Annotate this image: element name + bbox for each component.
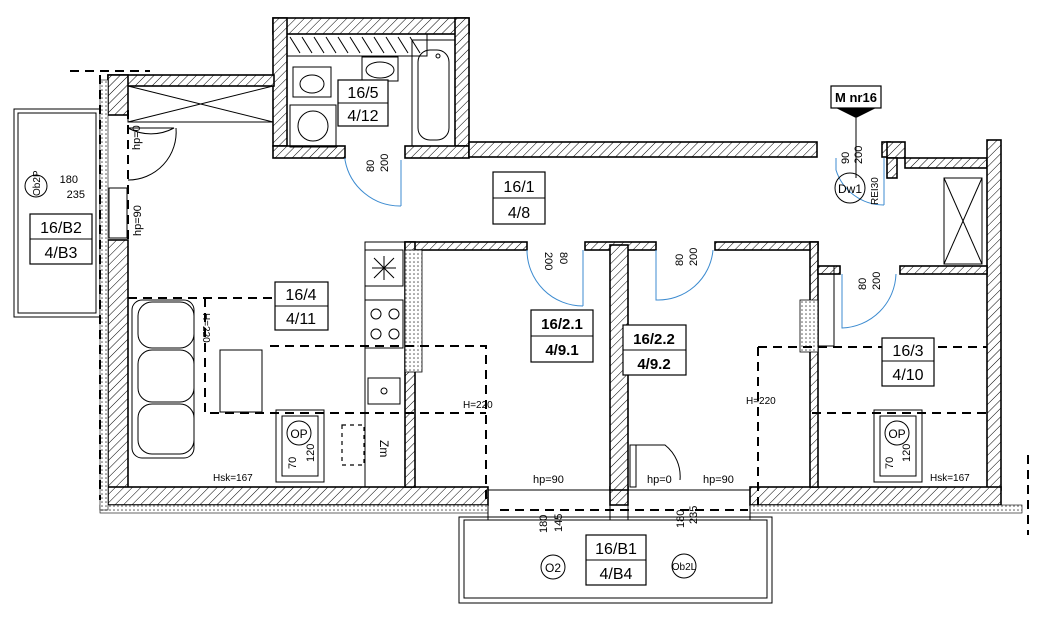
room-label: 16/5 (347, 85, 378, 102)
ob2l-tag: Ob2L (671, 553, 697, 579)
room-sub: 4/B3 (45, 245, 78, 262)
window-south (487, 489, 611, 521)
op-tag-right: OP (873, 409, 923, 483)
svg-text:80: 80 (857, 278, 869, 290)
svg-text:OP: OP (888, 427, 905, 441)
svg-text:200: 200 (379, 154, 391, 172)
room-sub: 4/B4 (600, 566, 633, 583)
room-sub: 4/12 (347, 108, 378, 125)
svg-text:hp=0: hp=0 (647, 474, 672, 486)
room-16-b1: 16/B1 4/B4 (585, 534, 647, 586)
svg-text:200: 200 (688, 248, 700, 266)
sink-icon (361, 56, 399, 82)
tv-cabinet (341, 424, 365, 466)
dw1-tag: Dw1 (834, 172, 866, 204)
marker-label: M nr16 (835, 90, 877, 105)
svg-text:H=220: H=220 (463, 400, 493, 411)
svg-text:H=220: H=220 (746, 396, 776, 407)
room-label: 16/B1 (595, 541, 637, 558)
room-sub: 4/8 (508, 205, 530, 222)
svg-text:235: 235 (67, 189, 85, 201)
svg-text:Dw1: Dw1 (838, 182, 862, 196)
unit-marker: M nr16 (830, 85, 882, 178)
svg-text:H=220: H=220 (200, 313, 211, 343)
svg-text:145: 145 (553, 514, 565, 532)
svg-text:hp=90: hp=90 (533, 474, 564, 486)
svg-text:180: 180 (538, 515, 550, 533)
ceiling-lines (70, 70, 1029, 535)
room-label: 16/B2 (40, 220, 82, 237)
window-west (108, 187, 128, 239)
kitchen-sink-icon (367, 377, 401, 405)
op-tag-left: OP (275, 409, 325, 483)
svg-text:80: 80 (557, 252, 569, 264)
svg-text:Hsk=167: Hsk=167 (930, 473, 970, 484)
dimensions: hp=0 hp=90 180 235 80 200 200 80 80 200 … (60, 125, 971, 533)
svg-text:hp=0: hp=0 (131, 125, 143, 150)
stove-icon (364, 299, 404, 349)
bathtub-icon (411, 39, 456, 147)
room-16-4: 16/4 4/11 (274, 281, 329, 331)
toilet-icon (292, 66, 332, 98)
coffee-table (219, 349, 263, 413)
shaft (943, 177, 983, 265)
o2-tag: O2 (540, 554, 566, 580)
entry-closet (127, 85, 274, 123)
svg-text:200: 200 (542, 252, 554, 270)
ob2p-tag: Ob2P (24, 170, 48, 198)
svg-text:120: 120 (305, 444, 317, 462)
room-sub: 4/9.2 (637, 356, 670, 373)
svg-text:O2: O2 (545, 561, 561, 575)
washing-machine-icon (289, 104, 337, 148)
room-16-1: 16/1 4/8 (492, 171, 546, 225)
svg-text:180: 180 (60, 174, 78, 186)
svg-text:235: 235 (688, 506, 700, 524)
room-label: 16/2.1 (541, 316, 583, 333)
room-16-2-2: 16/2.2 4/9.2 (622, 324, 687, 376)
walls (99, 17, 1023, 514)
doors (127, 127, 897, 488)
svg-text:hp=90: hp=90 (132, 205, 144, 236)
svg-text:80: 80 (365, 160, 377, 172)
svg-text:200: 200 (853, 146, 865, 164)
svg-text:200: 200 (871, 272, 883, 290)
rei-label: REI30 (870, 177, 881, 205)
svg-text:Ob2P: Ob2P (32, 170, 43, 196)
svg-text:70: 70 (884, 457, 896, 469)
door-balcony (627, 489, 751, 521)
svg-text:Ob2L: Ob2L (672, 562, 697, 573)
room-16-3: 16/3 4/10 (881, 337, 935, 387)
svg-text:180: 180 (675, 510, 687, 528)
balcony-b1 (458, 516, 773, 604)
svg-text:70: 70 (287, 457, 299, 469)
svg-text:hp=90: hp=90 (703, 474, 734, 486)
room-label: 16/2.2 (633, 331, 675, 348)
fridge-icon (364, 249, 404, 287)
kitchen (364, 241, 835, 488)
svg-text:90: 90 (840, 152, 852, 164)
room-label: 16/1 (503, 179, 534, 196)
room-label: 16/4 (285, 287, 316, 304)
svg-text:120: 120 (901, 444, 913, 462)
room-16-5: 16/5 4/12 (337, 79, 389, 127)
room-16-b2: 16/B2 4/B3 (29, 213, 93, 265)
room-sub: 4/10 (892, 367, 923, 384)
svg-text:OP: OP (290, 427, 307, 441)
balcony-b2 (13, 108, 101, 318)
svg-text:Hsk=167: Hsk=167 (213, 473, 253, 484)
room-label: 16/3 (892, 343, 923, 360)
sofa (131, 299, 195, 459)
room-sub: 4/9.1 (545, 342, 578, 359)
zm-label: Zm (377, 440, 391, 457)
room-16-2-1: 16/2.1 4/9.1 (530, 309, 594, 363)
svg-text:80: 80 (674, 254, 686, 266)
room-sub: 4/11 (286, 311, 316, 328)
